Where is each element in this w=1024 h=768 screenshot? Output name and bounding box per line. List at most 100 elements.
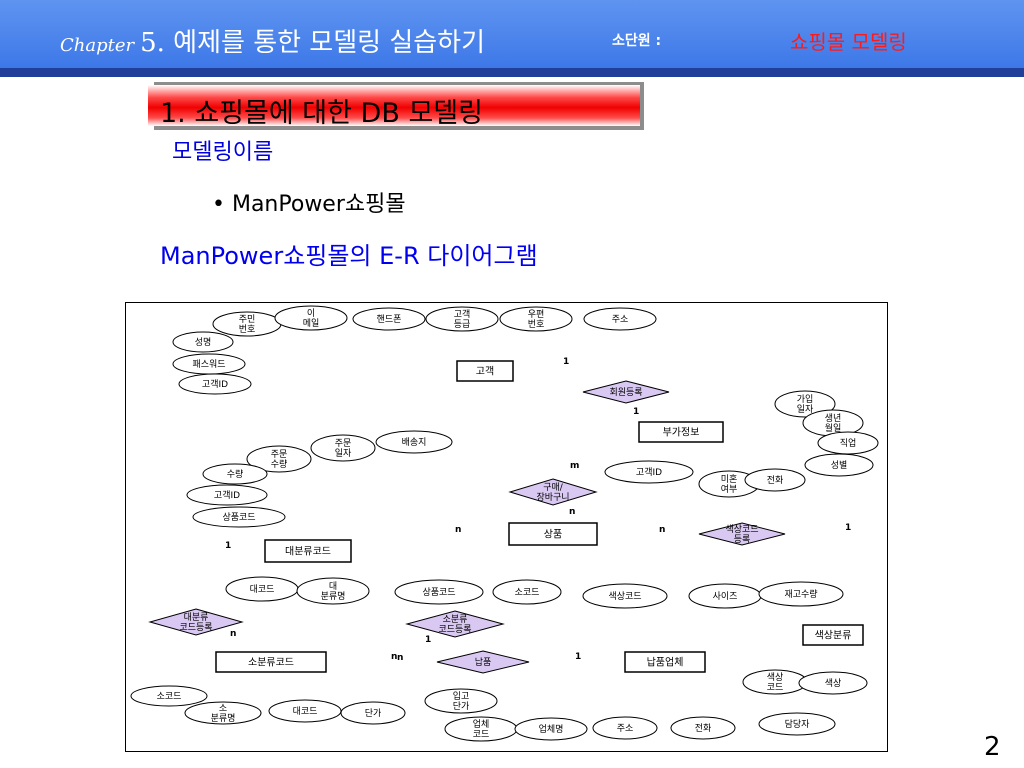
attribute-label-e_phone: 전화	[767, 475, 784, 486]
attribute-label-p_custid: 고객ID	[214, 490, 240, 501]
entity-extra_info	[638, 421, 724, 443]
chapter-title: 5. 예제를 통한 모델링 실습하기	[140, 28, 486, 58]
attribute-label-s_phone: 전화	[695, 723, 712, 734]
attribute-label-mj_code: 대코드	[250, 584, 275, 595]
attribute-c_name	[172, 331, 234, 353]
attribute-p_shipto	[375, 430, 453, 454]
attribute-c_addr	[583, 307, 657, 331]
entity-label-product: 상품	[544, 529, 562, 541]
attribute-label-pr_stock: 재고수량	[784, 588, 817, 600]
attribute-c_grade	[425, 306, 499, 332]
attribute-label-e_custid: 고객ID	[636, 467, 662, 478]
cardinality-reg_extra: 1	[633, 407, 639, 417]
attribute-c_email	[274, 305, 348, 331]
attribute-p_count	[202, 463, 268, 485]
attribute-label-s_addr: 주소	[617, 723, 634, 734]
attribute-label-p_shipto: 배송지	[402, 437, 427, 448]
cardinality-major_n: n	[230, 629, 236, 639]
attribute-e_joindate	[774, 390, 836, 418]
attribute-label-p_count: 수량	[227, 468, 244, 480]
cardinality-purchase_m: m	[570, 461, 579, 471]
entity-customer	[456, 360, 514, 382]
chapter-word: Chapter	[60, 35, 135, 56]
relationship-purchase	[508, 478, 598, 506]
attribute-c_zip	[499, 306, 573, 332]
attribute-label-mn_major: 대코드	[293, 706, 318, 717]
relationship-label-member_register: 회원등록	[609, 387, 642, 398]
attribute-e_custid	[604, 460, 694, 484]
relationship-label-supply: 납품	[475, 657, 492, 668]
attribute-mn_price	[340, 701, 406, 725]
entity-product	[508, 522, 598, 546]
attribute-label-pr_color: 색상코드	[608, 591, 641, 602]
attribute-label-c_password: 패스워드	[192, 359, 225, 370]
relationship-minor_code_reg	[405, 610, 505, 638]
attribute-label-e_gender: 성별	[831, 460, 848, 471]
attribute-c_id	[178, 373, 252, 395]
attribute-s_comp	[514, 717, 588, 741]
attribute-c_phone	[352, 307, 426, 331]
er-diagram-title: ManPower쇼핑몰의 E-R 다이어그램	[160, 242, 538, 270]
attribute-label-mn_price: 단가	[365, 708, 382, 719]
attribute-label-mn_code: 소코드	[157, 691, 182, 702]
cardinality-major_one: 1	[225, 541, 231, 551]
attribute-mn_buyprice	[424, 688, 498, 714]
attribute-pr_stock	[758, 581, 844, 607]
attribute-mj_name	[296, 577, 370, 605]
attribute-label-c_phone: 핸드폰	[377, 313, 402, 325]
cardinality-minor_one: 1	[425, 635, 431, 645]
attribute-p_prodcode	[192, 506, 286, 528]
relationship-major_code_reg	[148, 608, 244, 636]
page-number: 2	[984, 732, 1001, 762]
entity-label-customer: 고객	[476, 366, 494, 378]
cardinality-prod_left: n	[455, 525, 461, 535]
relationship-label-purchase: 구매/장바구니	[536, 482, 569, 503]
model-name-label: 모델링이름	[172, 140, 274, 165]
attribute-e_phone	[744, 468, 806, 492]
cardinality-color_one: 1	[845, 523, 851, 533]
attribute-label-cc_name: 색상	[825, 678, 842, 689]
attribute-s_person	[758, 712, 836, 736]
entity-label-minor_category: 소분류코드	[248, 657, 294, 669]
entity-label-supplier: 납품업체	[647, 656, 684, 669]
attribute-p_qty	[246, 445, 312, 473]
cardinality-prod_right: n	[659, 525, 665, 535]
bullet-item: • ManPower쇼핑몰	[212, 192, 406, 217]
relationship-color_code	[698, 522, 786, 546]
attribute-p_date	[310, 434, 376, 462]
attribute-e_gender	[804, 453, 874, 477]
attribute-label-c_addr: 주소	[612, 314, 629, 325]
attribute-pr_minor	[492, 579, 562, 605]
attribute-label-pr_code: 상품코드	[422, 587, 455, 598]
attribute-label-pr_size: 사이즈	[713, 591, 738, 602]
attribute-label-pr_minor: 소코드	[515, 587, 540, 598]
attribute-p_custid	[186, 484, 268, 506]
attribute-cc_name	[798, 671, 868, 695]
attribute-s_phone	[670, 716, 736, 740]
header-divider	[0, 68, 1024, 77]
attribute-s_addr	[592, 716, 658, 740]
attribute-label-c_name: 성명	[195, 337, 212, 348]
attribute-pr_code	[394, 579, 484, 605]
section-title: 1. 쇼핑몰에 대한 DB 모델링	[160, 98, 483, 129]
entity-color_category	[802, 624, 864, 646]
attribute-label-s_person: 담당자	[785, 718, 811, 730]
relationship-member_register	[582, 380, 670, 404]
attribute-label-s_comp: 업체명	[539, 724, 564, 735]
cardinality-purchase_n: n	[569, 507, 575, 517]
cardinality-cust_reg: 1	[563, 357, 569, 367]
entity-label-major_category: 대분류코드	[285, 546, 331, 558]
